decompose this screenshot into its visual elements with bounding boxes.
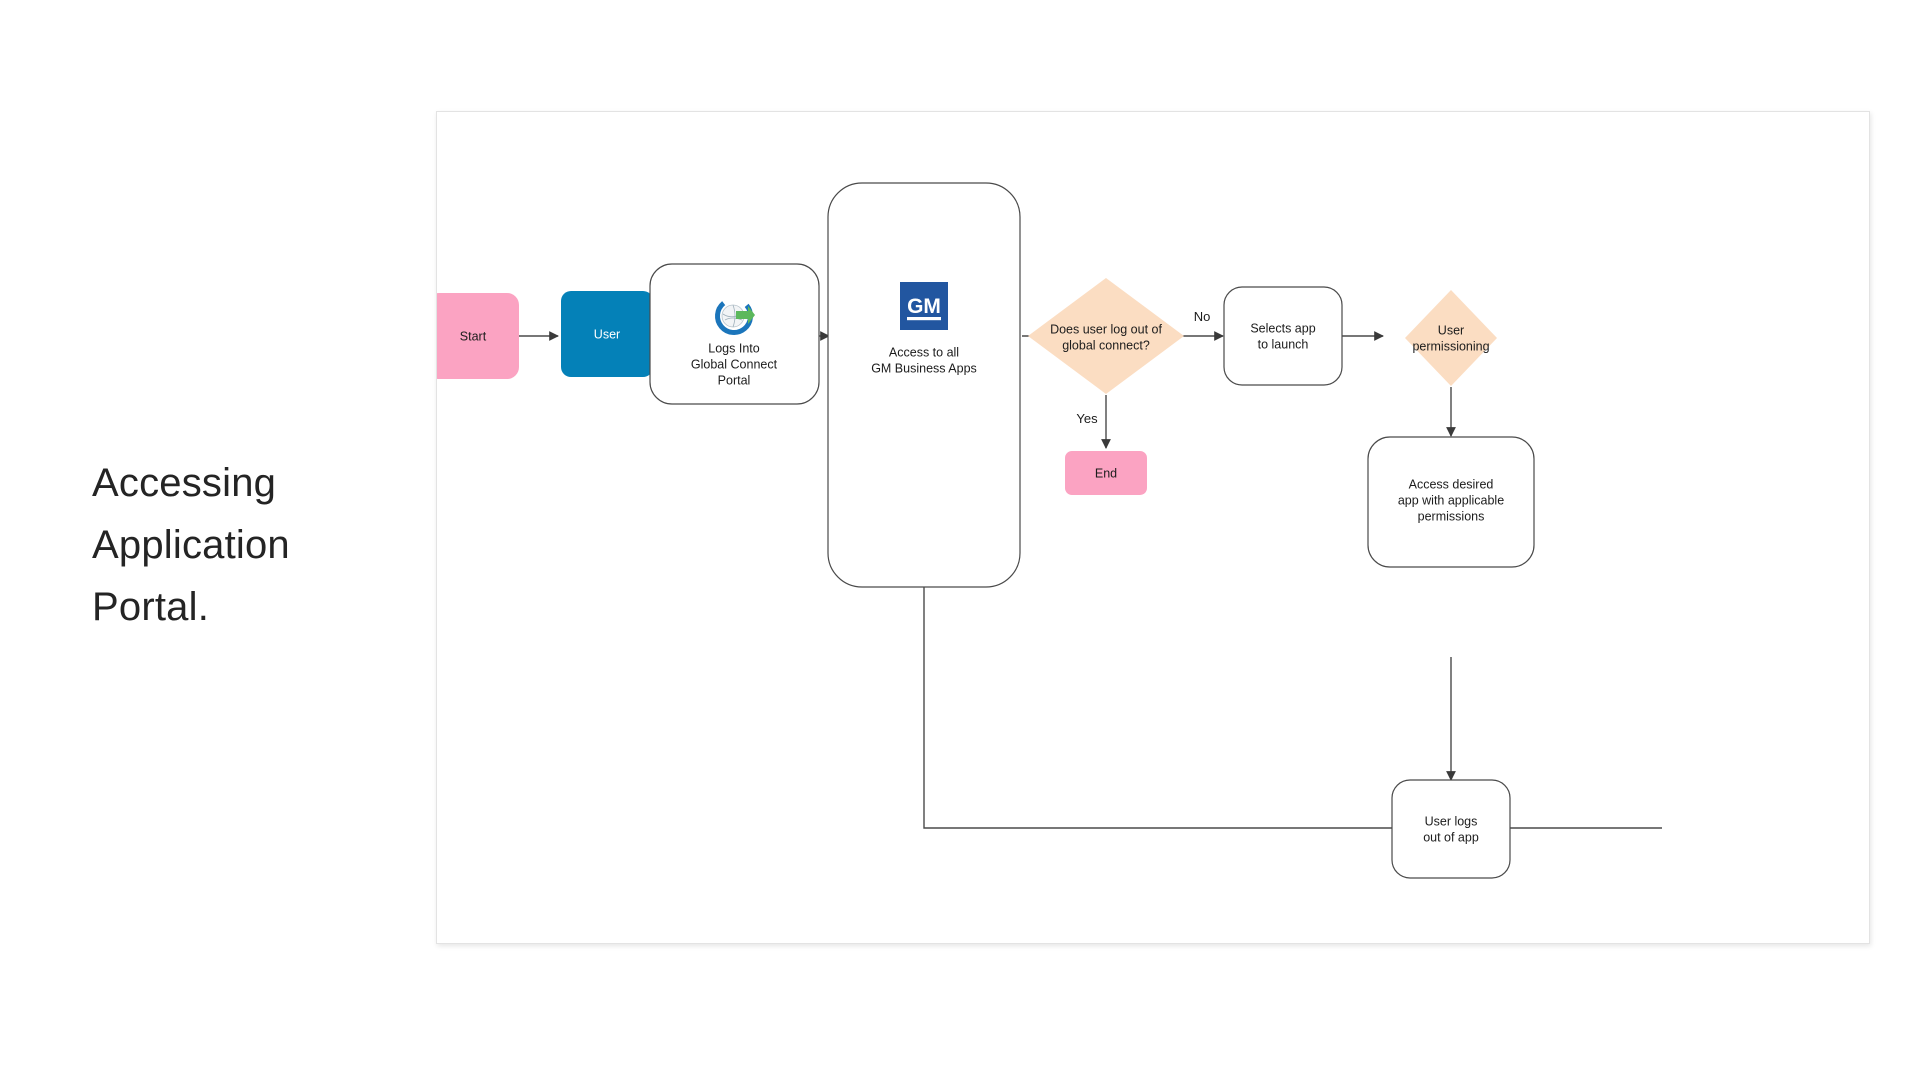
edge-label-yes: Yes xyxy=(1076,411,1098,426)
node-user-logs-out-of-app[interactable]: User logs out of app xyxy=(1391,779,1511,879)
end-label: End xyxy=(1095,466,1117,480)
gm-logo-text: GM xyxy=(907,295,941,318)
decision-logout-label-line2: global connect? xyxy=(1062,338,1150,352)
node-user-permissioning[interactable]: User permissioning xyxy=(1405,290,1497,386)
gm-logo-icon: GM xyxy=(900,282,948,330)
user-logs-out-label-line1: User logs xyxy=(1425,814,1478,828)
user-permissioning-shape xyxy=(1405,290,1497,386)
decision-logout-shape xyxy=(1028,278,1184,394)
gm-apps-label-line2: GM Business Apps xyxy=(871,361,977,375)
user-logs-out-shape xyxy=(1391,779,1511,879)
user-label: User xyxy=(594,327,620,341)
node-access-desired-app[interactable]: Access desired app with applicable permi… xyxy=(1367,436,1535,568)
access-desired-label-line1: Access desired xyxy=(1409,477,1494,491)
user-logs-out-label-line2: out of app xyxy=(1423,830,1479,844)
selects-app-shape xyxy=(1223,286,1343,386)
access-desired-label-line3: permissions xyxy=(1418,509,1485,523)
start-shape xyxy=(437,293,519,379)
user-permissioning-label-line2: permissioning xyxy=(1412,339,1489,353)
flowchart-svg: No Yes Start User xyxy=(437,182,1662,879)
edge-loop-back-to-gm-apps xyxy=(919,519,1662,829)
end-shape xyxy=(1065,451,1147,495)
gm-apps-shape xyxy=(827,182,1021,588)
node-start[interactable]: Start xyxy=(437,293,519,379)
node-does-user-log-out[interactable]: Does user log out of global connect? xyxy=(1028,278,1184,394)
access-desired-shape xyxy=(1367,436,1535,568)
user-shape xyxy=(561,291,653,377)
decision-logout-label-line1: Does user log out of xyxy=(1050,322,1162,336)
page-title: Accessing Application Portal. xyxy=(92,461,290,629)
diagram-frame: No Yes Start User xyxy=(436,111,1870,944)
node-logs-into-global-connect[interactable]: Logs Into Global Connect Portal xyxy=(649,263,820,405)
gm-apps-label-line1: Access to all xyxy=(889,345,959,359)
logs-into-label-line3: Portal xyxy=(718,373,751,387)
node-user[interactable]: User xyxy=(561,291,653,377)
selects-app-label-line1: Selects app xyxy=(1250,321,1315,335)
node-end[interactable]: End xyxy=(1065,451,1147,495)
logs-into-label-line2: Global Connect xyxy=(691,357,778,371)
selects-app-label-line2: to launch xyxy=(1258,337,1309,351)
edge-label-no: No xyxy=(1194,309,1211,324)
access-desired-label-line2: app with applicable xyxy=(1398,493,1504,507)
node-selects-app[interactable]: Selects app to launch xyxy=(1223,286,1343,386)
node-access-gm-apps[interactable]: GM Access to all GM Business Apps xyxy=(827,182,1021,588)
start-label: Start xyxy=(460,329,487,343)
user-permissioning-label-line1: User xyxy=(1438,323,1464,337)
logs-into-label-line1: Logs Into xyxy=(708,341,759,355)
